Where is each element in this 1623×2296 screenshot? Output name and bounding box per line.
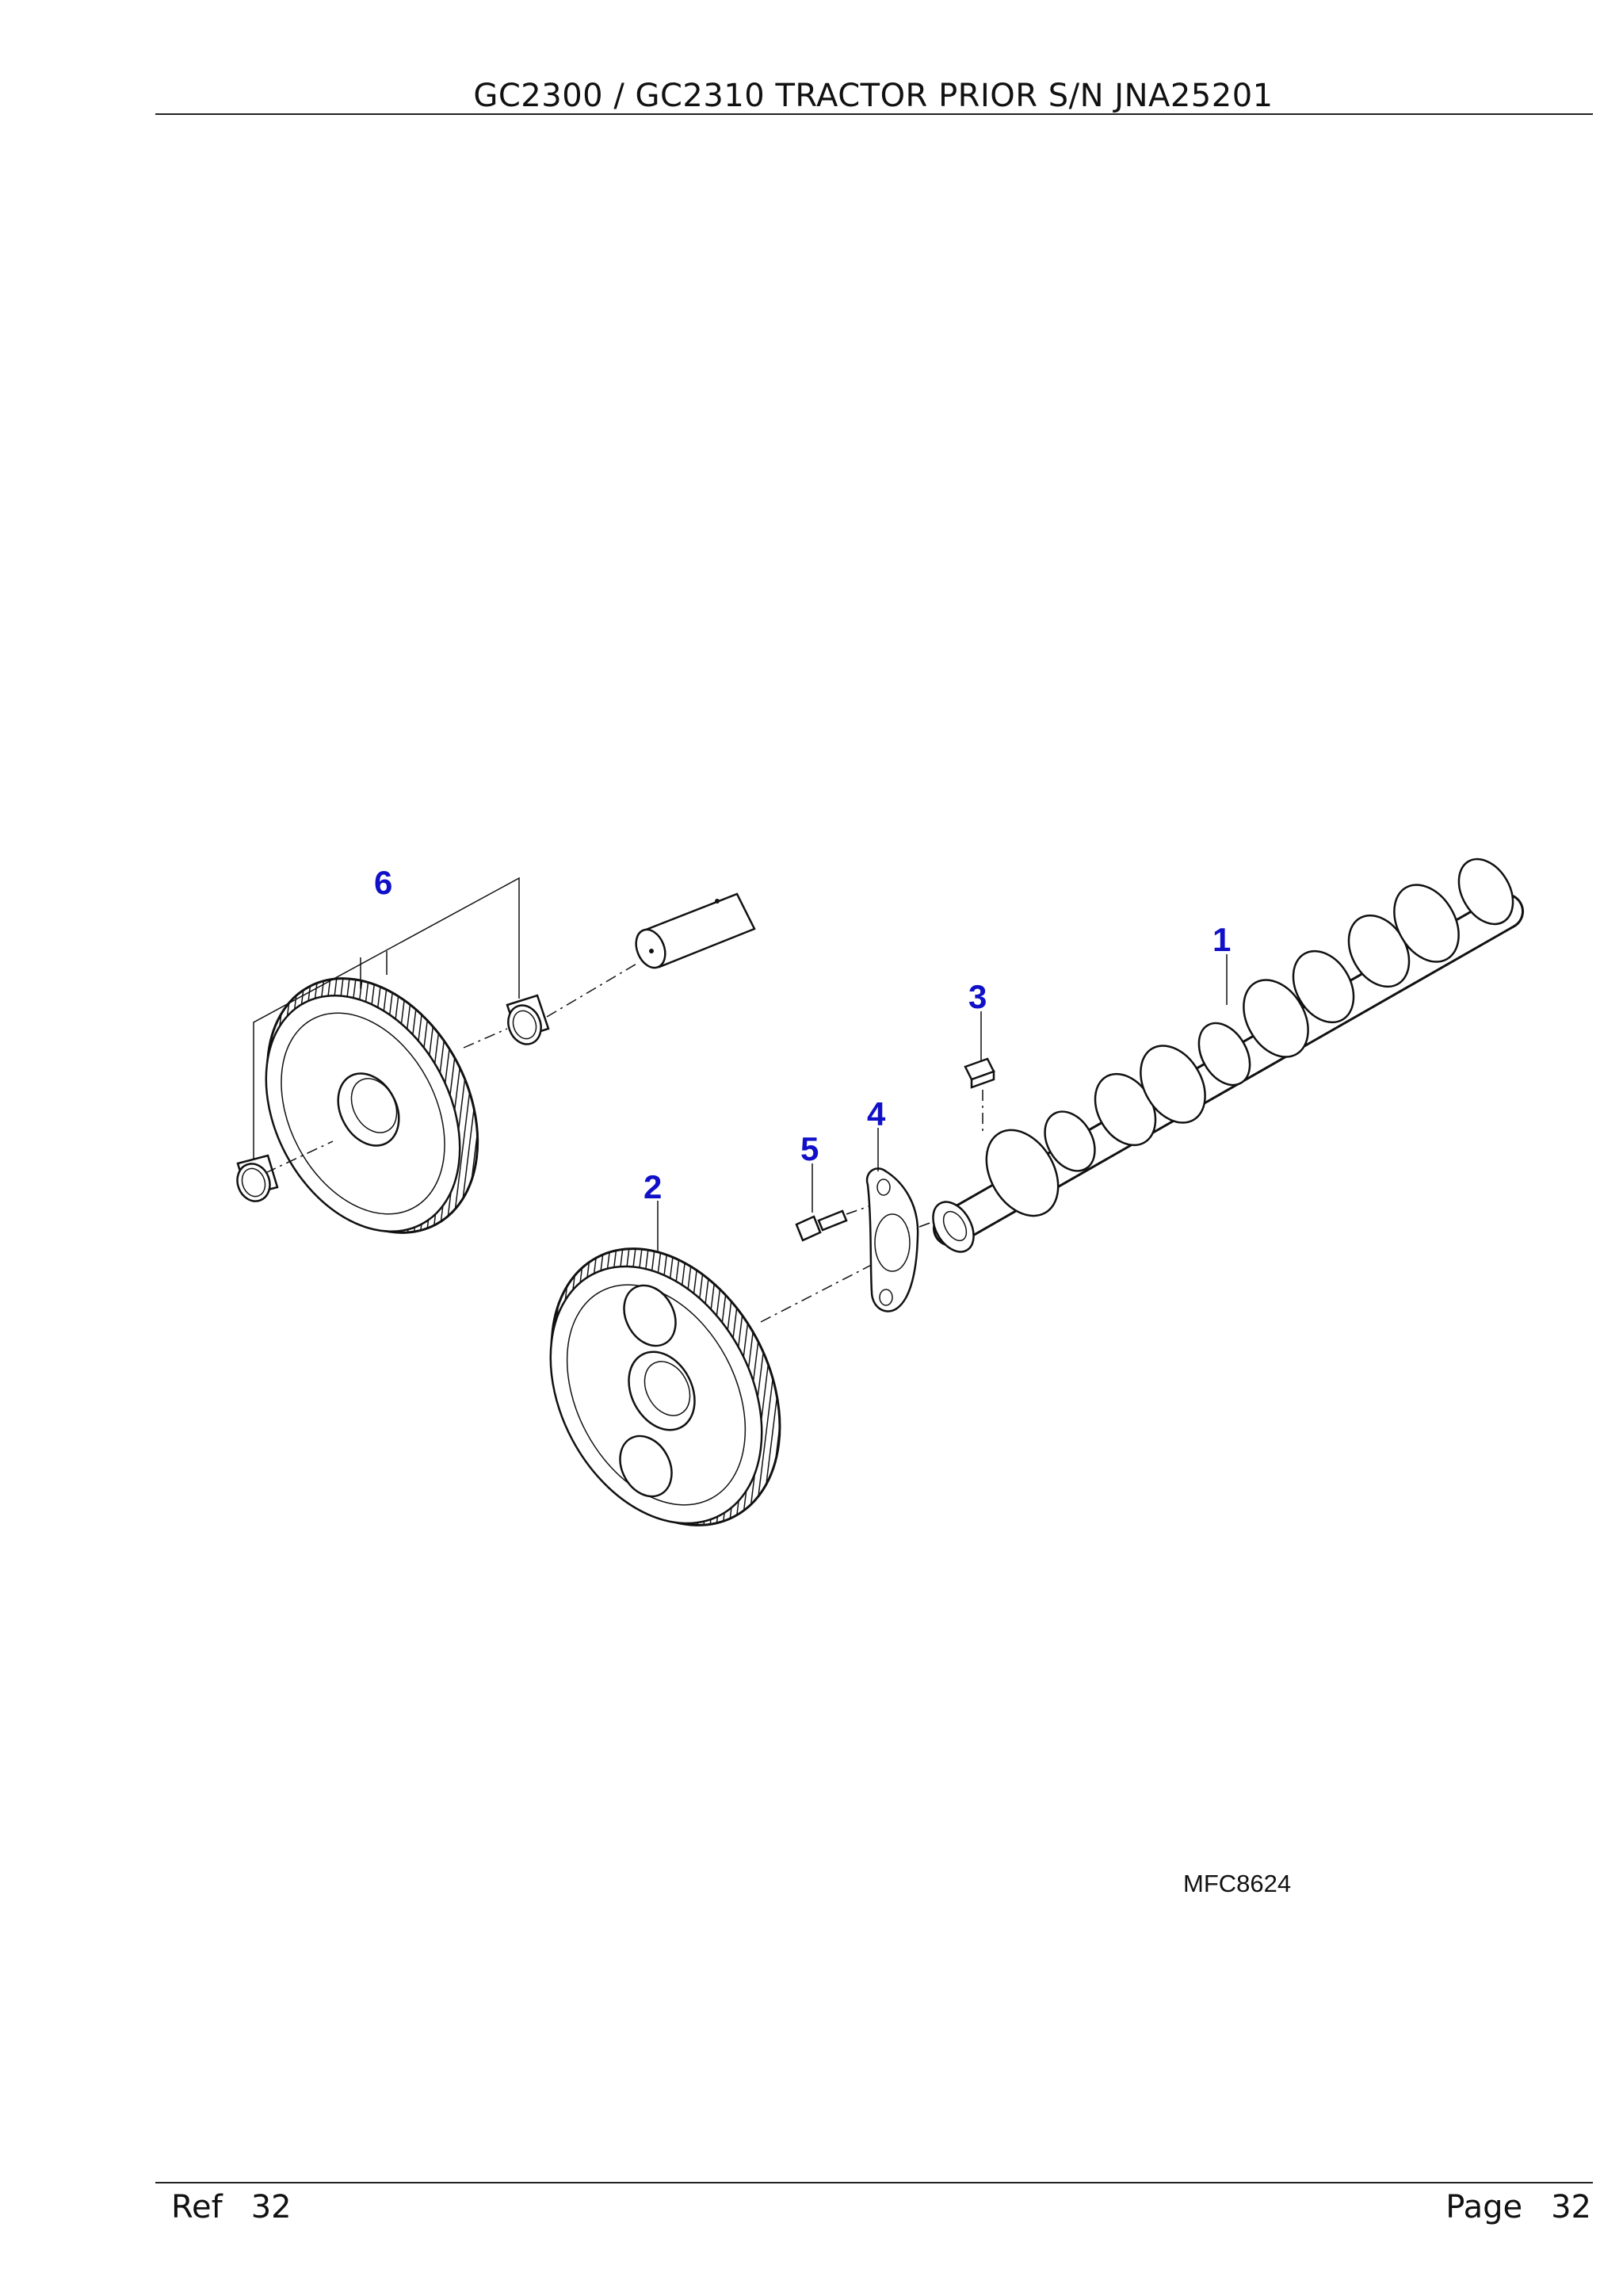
figure-code: MFC8624 (1183, 1870, 1291, 1897)
callout-3: 3 (968, 978, 987, 1015)
ref-value: 32 (250, 2189, 292, 2225)
callout-1: 1 (1212, 921, 1231, 958)
idle-gear-assembly (236, 877, 756, 1234)
footer-rule (155, 2182, 1593, 2183)
callout-2: 2 (643, 1168, 662, 1205)
thrust-plate (865, 1167, 948, 1312)
page-label: Page (1445, 2189, 1523, 2225)
callout-4: 4 (867, 1095, 886, 1133)
key (964, 1057, 995, 1133)
callout-6: 6 (374, 864, 392, 901)
footer-ref: Ref 32 (171, 2189, 292, 2225)
callout-5: 5 (800, 1130, 819, 1167)
camshaft (932, 858, 1524, 1253)
page-title: GC2300 / GC2310 TRACTOR PRIOR S/N JNA252… (473, 78, 1274, 114)
idle-shaft (635, 892, 756, 969)
bushing-right (506, 994, 550, 1045)
bushing-left (236, 1154, 279, 1202)
bolt (795, 1202, 879, 1242)
footer-page: Page 32 (1445, 2189, 1591, 2225)
header-rule (155, 113, 1593, 115)
cam-gear (549, 1244, 912, 1526)
ref-label: Ref (171, 2189, 223, 2225)
page-value: 32 (1551, 2189, 1591, 2225)
